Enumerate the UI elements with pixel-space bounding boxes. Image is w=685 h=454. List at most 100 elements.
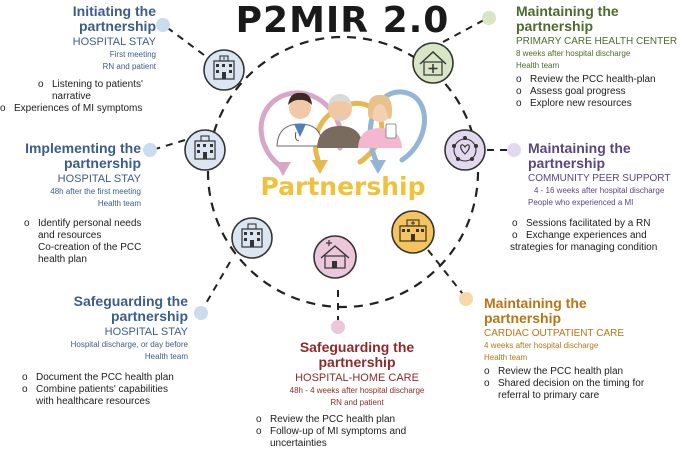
block-heading: Maintaining the [484,295,587,311]
list-item-text: Exchange experiences and [526,230,647,241]
community-support-icon [444,129,486,171]
block-setting: COMMUNITY PEER SUPPORT [528,173,671,184]
block-setting: HOSPITAL STAY [104,326,188,338]
maintaining-cardiac-block: Maintaining the partnership CARDIAC OUTP… [484,296,684,402]
block-detail: People who experienced a MI [528,198,634,207]
primary-care-icon [412,42,454,84]
block-detail: RN and patient [102,62,156,71]
list-item: narrative [0,91,200,103]
list-item-text: Identify personal needs [38,218,142,229]
list-item-text: referral to primary care [498,390,600,401]
partnership-label: Partnership [260,172,426,201]
list-item-text: Co-creation of the PCC [38,242,142,253]
hospital-icon [203,49,245,91]
list-item-text: Assess goal progress [530,86,626,97]
page-title: P2MIR 2.0 [235,0,450,41]
initiating-block: Initiating the partnership HOSPITAL STAY… [6,4,156,72]
block-heading: partnership [318,354,396,370]
dot-maintaining-primary [482,11,496,25]
list-item: referral to primary care [484,390,684,402]
list-item-text: Explore new resources [530,98,632,109]
block-heading: Maintaining the [528,140,631,156]
list-item-text: with healthcare resources [36,396,150,407]
list-item-text: Sessions facilitated by a RN [526,218,651,229]
block-heading: Maintaining the [516,3,619,19]
doctor-figure [276,92,323,147]
patient-figure [317,94,363,148]
block-detail: Health team [97,199,141,208]
nurse-figure [358,94,402,148]
list-item-text: health plan [38,254,87,265]
block-setting: CARDIAC OUTPATIENT CARE [484,328,625,339]
block-heading: Safeguarding the [299,339,415,355]
dot-maintaining-community [507,143,521,157]
block-heading: partnership [110,308,188,324]
list-item-text: Shared decision on the timing for [498,378,645,389]
safeguarding-hospital-block: Safeguarding the partnership HOSPITAL ST… [10,294,188,362]
block-detail: 4 weeks after hospital discharge [484,341,599,350]
block-setting: HOSPITAL STAY [57,173,141,185]
list-item-text: Listening to patients' [52,79,143,90]
block-detail: 4 - 16 weeks after hospital discharge [534,186,665,195]
block-detail: Hospital discharge, or day before [70,340,188,349]
safeguarding-home-block: Safeguarding the partnership HOSPITAL-HO… [262,340,452,408]
block-setting: HOSPITAL-HOME CARE [295,372,419,384]
block-detail: Health team [144,352,188,361]
list-item-text: narrative [52,91,91,102]
leader-lines [151,19,512,325]
list-item-text: uncertainties [270,438,327,449]
block-detail: Health team [484,353,528,362]
hospital-icon [184,129,226,171]
block-heading: Safeguarding the [73,293,188,309]
list-item: strategies for managing condition [510,242,685,254]
block-heading: partnership [484,310,562,326]
block-heading: partnership [63,155,141,171]
list-item-text: Combine patients' capabilities [36,384,168,395]
block-detail: 48h - 4 weeks after hospital discharge [289,386,425,395]
list-item-text: Review the PCC health plan [498,366,624,377]
dot-initiating [156,18,170,32]
home-care-icon [313,235,357,279]
block-heading: Implementing the [25,140,141,156]
list-item: Co-creation of the PCC [24,242,194,254]
block-heading: partnership [528,155,606,171]
block-heading: partnership [78,18,156,34]
block-detail: Health team [516,61,560,70]
list-item-text: Experiences of MI symptoms [14,103,143,114]
list-item-text: and resources [38,230,102,241]
maintaining-community-block: Maintaining the partnership COMMUNITY PE… [528,141,684,208]
list-item: and resources [24,230,194,242]
block-detail: RN and patient [330,398,384,407]
block-setting: HOSPITAL STAY [72,36,156,48]
hospital-icon [231,217,273,259]
cycle-ring [206,35,480,309]
implementing-block: Implementing the partnership HOSPITAL ST… [0,141,141,209]
list-item-text: Document the PCC health plan [36,372,174,383]
list-item: with healthcare resources [22,396,212,408]
list-item: health plan [24,254,194,266]
block-detail: 8 weeks after hospital discharge [516,49,631,58]
list-item-text: Follow-up of MI symptoms and [270,426,407,437]
block-heading: Initiating the [72,3,156,19]
dot-maintaining-cardiac [459,292,473,306]
dot-implementing [143,143,157,157]
list-item-text: strategies for managing condition [510,242,658,253]
block-heading: partnership [516,18,594,34]
